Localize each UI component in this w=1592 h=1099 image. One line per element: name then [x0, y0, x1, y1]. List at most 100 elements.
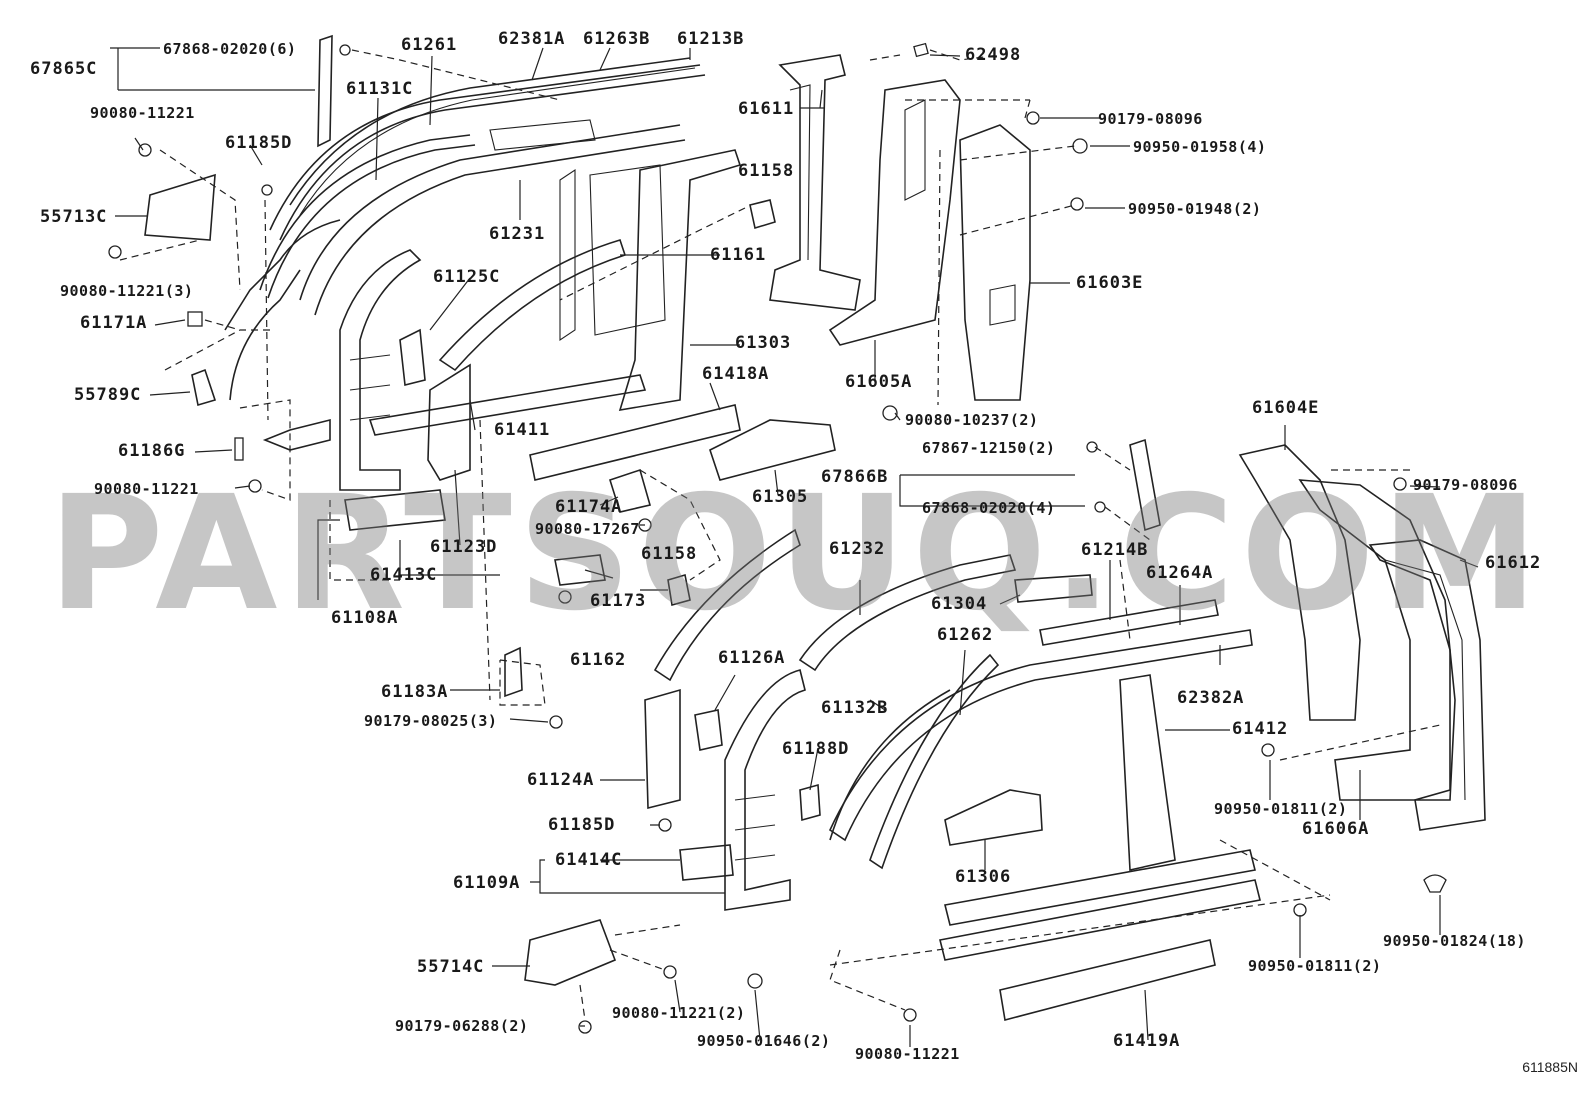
label-61162[interactable]: 61162: [570, 650, 627, 670]
label-67868-02020-4[interactable]: 67868-02020(4): [922, 499, 1056, 517]
pillar-61606a: [1298, 479, 1456, 801]
rail-62382a: [828, 629, 1253, 842]
label-61183a[interactable]: 61183A: [381, 682, 449, 702]
part-61413c: [344, 489, 446, 531]
label-61264a[interactable]: 61264A: [1146, 563, 1214, 583]
bracket-55714c: [524, 919, 617, 986]
label-67867-12150-2[interactable]: 67867-12150(2): [922, 439, 1056, 457]
pillar-61303: [618, 149, 742, 412]
label-61262[interactable]: 61262: [937, 625, 994, 645]
strip-67866b: [1129, 438, 1161, 532]
label-61603e[interactable]: 61603E: [1076, 273, 1144, 293]
pillar-61612: [1368, 539, 1486, 831]
label-61185d-top[interactable]: 61185D: [225, 133, 293, 153]
label-90179-06288-2[interactable]: 90179-06288(2): [395, 1017, 529, 1035]
label-61606a[interactable]: 61606A: [1302, 819, 1370, 839]
label-61611[interactable]: 61611: [738, 99, 795, 119]
frame-61161: [438, 239, 627, 372]
label-61214b[interactable]: 61214B: [1081, 540, 1149, 560]
part-61305: [709, 419, 836, 481]
label-61414c[interactable]: 61414C: [555, 850, 623, 870]
label-90950-01824-18[interactable]: 90950-01824(18): [1383, 932, 1526, 950]
label-61304[interactable]: 61304: [931, 594, 988, 614]
label-55713c[interactable]: 55713C: [40, 207, 108, 227]
part-61306: [944, 789, 1043, 846]
label-90179-08096-right[interactable]: 90179-08096: [1413, 476, 1518, 494]
label-61109a[interactable]: 61109A: [453, 873, 521, 893]
label-61412[interactable]: 61412: [1232, 719, 1289, 739]
label-90080-11221-3[interactable]: 90080-11221(3): [60, 282, 194, 300]
label-62381a[interactable]: 62381A: [498, 29, 566, 49]
label-67866b[interactable]: 67866B: [821, 467, 889, 487]
label-62382a[interactable]: 62382A: [1177, 688, 1245, 708]
label-61131c[interactable]: 61131C: [346, 79, 414, 99]
label-90950-01811-2-lower[interactable]: 90950-01811(2): [1248, 957, 1382, 975]
label-61161[interactable]: 61161: [710, 245, 767, 265]
pillar-61604e: [1238, 444, 1361, 721]
figure-id: 611885N: [1522, 1059, 1578, 1075]
rocker-61411: [368, 374, 647, 436]
label-61173[interactable]: 61173: [590, 591, 647, 611]
label-61108a[interactable]: 61108A: [331, 608, 399, 628]
label-61413c[interactable]: 61413C: [370, 565, 438, 585]
label-61604e[interactable]: 61604E: [1252, 398, 1320, 418]
label-61125c[interactable]: 61125C: [433, 267, 501, 287]
pillar-61603e: [959, 124, 1031, 401]
label-90950-01958-4[interactable]: 90950-01958(4): [1133, 138, 1267, 156]
rocker-lower: [944, 849, 1256, 926]
label-90080-11221-bottom[interactable]: 90080-11221: [855, 1045, 960, 1063]
label-61123d[interactable]: 61123D: [430, 537, 498, 557]
label-61213b[interactable]: 61213B: [677, 29, 745, 49]
label-61419a[interactable]: 61419A: [1113, 1031, 1181, 1051]
label-61612[interactable]: 61612: [1485, 553, 1542, 573]
label-90080-11221-top[interactable]: 90080-11221: [90, 104, 195, 122]
rail-61261: [269, 64, 701, 231]
label-90080-10237-2[interactable]: 90080-10237(2): [905, 411, 1039, 429]
pillar-61412: [1119, 674, 1176, 871]
label-61158-top[interactable]: 61158: [738, 161, 795, 181]
rail-61232: [798, 554, 1017, 672]
label-61171a[interactable]: 61171A: [80, 313, 148, 333]
label-61124a[interactable]: 61124A: [527, 770, 595, 790]
label-61305[interactable]: 61305: [752, 487, 809, 507]
label-90080-11221-2[interactable]: 90080-11221(2): [612, 1004, 746, 1022]
label-61158-mid[interactable]: 61158: [641, 544, 698, 564]
pillar-61605a: [828, 79, 961, 346]
pillar-61109a: [724, 669, 806, 911]
strip-67865c: [317, 34, 333, 148]
label-90950-01948-2[interactable]: 90950-01948(2): [1128, 200, 1262, 218]
label-90179-08025-3[interactable]: 90179-08025(3): [364, 712, 498, 730]
label-61174a[interactable]: 61174A: [555, 497, 623, 517]
label-61185d-lower[interactable]: 61185D: [548, 815, 616, 835]
label-61188d[interactable]: 61188D: [782, 739, 850, 759]
label-61605a[interactable]: 61605A: [845, 372, 913, 392]
label-90179-08096-top[interactable]: 90179-08096: [1098, 110, 1203, 128]
label-61126a[interactable]: 61126A: [718, 648, 786, 668]
label-62498[interactable]: 62498: [965, 45, 1022, 65]
label-90950-01811-2-right[interactable]: 90950-01811(2): [1214, 800, 1348, 818]
label-67868-02020-6[interactable]: 67868-02020(6): [163, 40, 297, 58]
label-61261[interactable]: 61261: [401, 35, 458, 55]
label-61303[interactable]: 61303: [735, 333, 792, 353]
label-61411[interactable]: 61411: [494, 420, 551, 440]
label-61231[interactable]: 61231: [489, 224, 546, 244]
label-55714c[interactable]: 55714C: [417, 957, 485, 977]
label-61186g[interactable]: 61186G: [118, 441, 186, 461]
label-61132b[interactable]: 61132B: [821, 698, 889, 718]
label-61263b[interactable]: 61263B: [583, 29, 651, 49]
label-61418a[interactable]: 61418A: [702, 364, 770, 384]
label-90950-01646-2[interactable]: 90950-01646(2): [697, 1032, 831, 1050]
bracket-55713c: [144, 173, 216, 241]
label-67865c[interactable]: 67865C: [30, 59, 98, 79]
label-61306[interactable]: 61306: [955, 867, 1012, 887]
label-90080-17267[interactable]: 90080-17267: [535, 520, 640, 538]
rail-61162: [653, 528, 801, 682]
pillar-61611: [769, 54, 861, 311]
label-90080-11221-mid[interactable]: 90080-11221: [94, 480, 199, 498]
label-55789c[interactable]: 55789C: [74, 385, 142, 405]
part-61419a: [999, 939, 1216, 1021]
label-61232[interactable]: 61232: [829, 539, 886, 559]
part-61304: [1014, 574, 1093, 603]
